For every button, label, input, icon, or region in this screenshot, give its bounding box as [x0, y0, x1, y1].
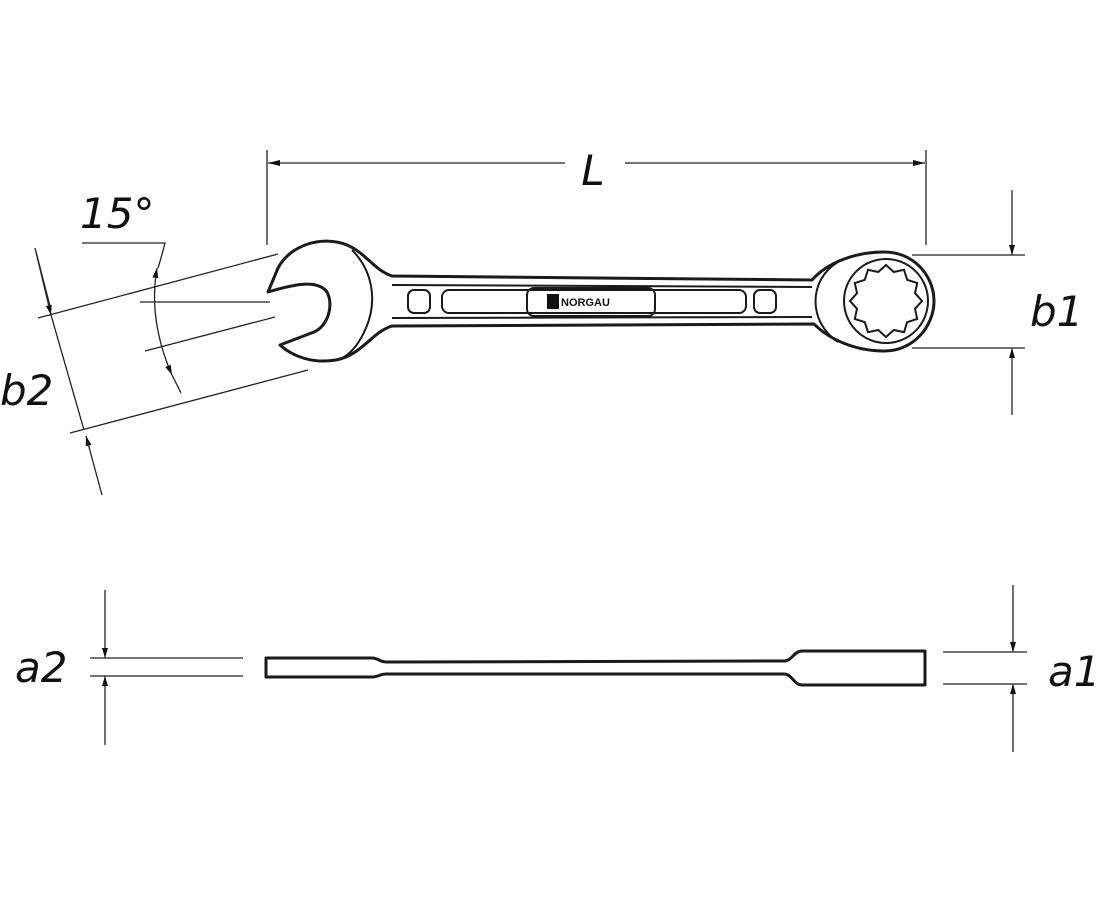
angle-label: 15° [80, 189, 154, 238]
length-dimension: L [266, 146, 927, 245]
open-width-label: b2 [0, 366, 53, 415]
brand-label: NORGAU [561, 297, 610, 309]
ring-width-label: b1 [1030, 287, 1083, 336]
brand-logo-square [547, 294, 559, 309]
open-width-dimension: b2 [0, 247, 309, 496]
angle-dimension: 15° [80, 189, 276, 394]
ring-width-dimension: b1 [912, 190, 1083, 415]
open-thickness-label: a2 [15, 643, 67, 692]
wrench-top-view: NORGAU [266, 239, 936, 363]
wrench-side-view [264, 649, 927, 687]
length-label: L [581, 146, 604, 195]
ring-thickness-label: a1 [1048, 647, 1100, 696]
ring-thickness-dimension: a1 [943, 585, 1100, 752]
open-thickness-dimension: a2 [15, 590, 243, 745]
ring-12-point-socket [848, 263, 924, 339]
